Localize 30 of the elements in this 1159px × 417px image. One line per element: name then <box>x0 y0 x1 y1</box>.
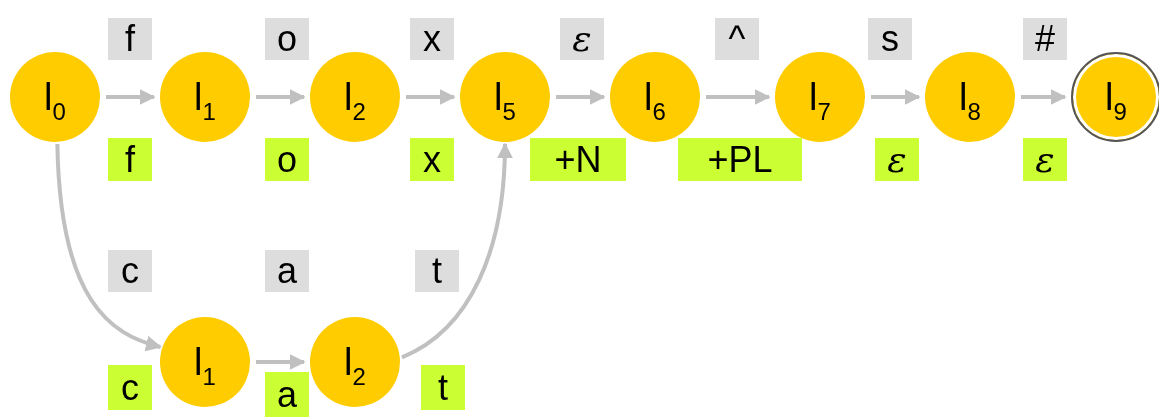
arrow <box>706 89 771 105</box>
arrow <box>256 89 306 105</box>
output-symbol-label: f <box>108 138 152 181</box>
input-symbol-label: x <box>410 18 454 60</box>
arrow <box>401 142 513 360</box>
input-symbol-label: f <box>108 18 152 60</box>
output-symbol-label: +PL <box>678 138 802 181</box>
arrow <box>871 89 921 105</box>
output-symbol-label: t <box>421 365 465 410</box>
input-symbol-label: ε <box>560 18 604 60</box>
input-symbol-label: s <box>868 18 912 60</box>
input-symbol-label: ^ <box>715 18 759 60</box>
output-symbol-label: x <box>410 138 454 181</box>
output-symbol-label: a <box>265 372 309 417</box>
arrow <box>106 89 156 105</box>
output-symbol-label: +N <box>530 138 626 181</box>
output-symbol-label: c <box>108 365 152 410</box>
input-symbol-label: t <box>415 250 459 292</box>
input-symbol-label: c <box>108 250 152 292</box>
arrow <box>1021 89 1067 105</box>
arrow <box>256 354 306 370</box>
arrow <box>556 89 606 105</box>
output-symbol-label: o <box>265 138 309 181</box>
arrow <box>55 143 162 351</box>
input-symbol-label: a <box>265 250 309 292</box>
input-symbol-label: o <box>265 18 309 60</box>
output-symbol-label: ε <box>1023 138 1067 181</box>
output-symbol-label: ε <box>875 138 919 181</box>
arrow <box>406 89 456 105</box>
input-symbol-label: # <box>1023 18 1067 60</box>
